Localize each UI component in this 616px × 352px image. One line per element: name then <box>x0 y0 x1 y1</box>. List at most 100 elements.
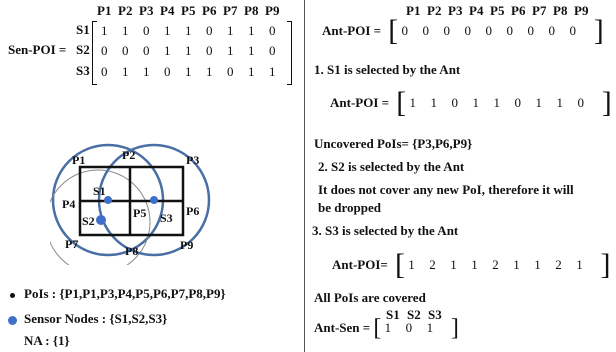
col-header: P7 <box>223 3 238 18</box>
poi-label-p9: P9 <box>180 238 193 252</box>
cell: 0 <box>422 23 430 38</box>
cell: 1 <box>426 320 434 335</box>
cell: 1 <box>185 23 192 38</box>
col-header: P8 <box>244 3 259 18</box>
col-header: P9 <box>265 3 280 18</box>
cell: 0 <box>514 95 522 110</box>
cell: 1 <box>206 64 213 79</box>
col-header: P9 <box>574 3 589 18</box>
cell: 1 <box>534 257 541 272</box>
right-bracket-icon: ] <box>593 14 604 47</box>
step-2-note-line1: It does not cover any new PoI, therefore… <box>318 182 574 197</box>
sensor-node-s3 <box>150 196 158 204</box>
poi-label-p8: P8 <box>125 244 138 258</box>
col-header: S2 <box>407 307 421 322</box>
cell: 0 <box>227 64 234 79</box>
cell: 0 <box>527 23 535 38</box>
cell: 1 <box>472 95 480 110</box>
col-header: P2 <box>427 3 442 18</box>
poi-label-p5: P5 <box>133 206 146 220</box>
cell: 0 <box>122 43 129 58</box>
right-bracket-icon: ] <box>600 248 611 281</box>
cell: 1 <box>493 95 501 110</box>
col-header: P2 <box>118 3 133 18</box>
col-header: P4 <box>469 3 484 18</box>
left-bracket-icon: [ <box>388 14 399 47</box>
left-bracket-icon: [ <box>395 248 406 281</box>
cell: 0 <box>464 23 472 38</box>
cell: 1 <box>248 43 255 58</box>
cell: 1 <box>227 23 234 38</box>
bullet-icon <box>10 292 15 298</box>
cell: 1 <box>248 64 255 79</box>
left-bracket-icon: [ <box>373 315 382 341</box>
cell: 0 <box>206 23 213 38</box>
cell: 2 <box>555 257 562 272</box>
cell: 1 <box>248 23 255 38</box>
poi-label-p2: P2 <box>122 148 135 162</box>
col-header: P5 <box>490 3 505 18</box>
sensor-node-s2 <box>96 215 106 225</box>
poi-label-p1: P1 <box>72 153 85 167</box>
cell: 0 <box>143 43 150 58</box>
cell: 0 <box>143 23 150 38</box>
cell: 0 <box>451 95 459 110</box>
cell: 1 <box>143 64 150 79</box>
sensing-range-s2 <box>50 169 151 265</box>
cell: 1 <box>430 95 438 110</box>
col-header: P7 <box>532 3 547 18</box>
cell: 0 <box>506 23 514 38</box>
ant-poi-label: Ant-POI = <box>322 23 382 38</box>
col-header: P3 <box>448 3 463 18</box>
sensor-dot-icon <box>8 315 17 325</box>
cell: 1 <box>384 320 392 335</box>
ant-poi-label: Ant-POI= <box>332 257 388 272</box>
cell: 1 <box>185 43 192 58</box>
row-label: S2 <box>76 42 90 57</box>
cell: 1 <box>408 257 415 272</box>
cell: 1 <box>269 64 276 79</box>
row-label: S3 <box>76 63 90 78</box>
cell: 0 <box>164 64 171 79</box>
cell: 1 <box>227 43 234 58</box>
step-2-note-line2: be dropped <box>318 200 381 215</box>
poi-label-p3: P3 <box>186 153 199 167</box>
right-bracket-icon: ] <box>450 315 459 341</box>
sensor-label-s2: S2 <box>82 214 95 228</box>
sensor-label-s3: S3 <box>160 211 173 225</box>
poi-label-p7: P7 <box>65 237 78 251</box>
legend-sensors: Sensor Nodes : {S1,S2,S3} <box>8 311 167 327</box>
col-header: P3 <box>139 3 154 18</box>
cell: 0 <box>101 43 108 58</box>
cell: 1 <box>122 64 129 79</box>
poi-label-p4: P4 <box>62 197 75 211</box>
poi-label-p6: P6 <box>186 204 199 218</box>
left-bracket-icon: [ <box>396 86 407 119</box>
col-header: P5 <box>181 3 196 18</box>
sen-poi-label: Sen-POI = <box>8 42 67 57</box>
cell: 1 <box>164 43 171 58</box>
col-header: P4 <box>160 3 175 18</box>
col-header: P1 <box>97 3 112 18</box>
all-covered: All PoIs are covered <box>314 290 426 305</box>
right-bracket-icon: ] <box>601 86 612 119</box>
col-header: P1 <box>406 3 421 18</box>
col-header: P8 <box>553 3 568 18</box>
cell: 1 <box>450 257 457 272</box>
ant-poi-column-headers: P1 P2 P3 P4 P5 P6 P7 P8 P9 <box>406 2 595 20</box>
cell: 2 <box>429 257 436 272</box>
cell: 0 <box>405 320 413 335</box>
ant-sen-label: Ant-Sen = <box>314 320 371 335</box>
col-header: P6 <box>511 3 526 18</box>
cell: 1 <box>535 95 543 110</box>
cell: 1 <box>185 64 192 79</box>
step-3: 3. S3 is selected by the Ant <box>312 223 459 238</box>
cell: 0 <box>485 23 493 38</box>
cell: 0 <box>569 23 577 38</box>
cell: 1 <box>471 257 478 272</box>
